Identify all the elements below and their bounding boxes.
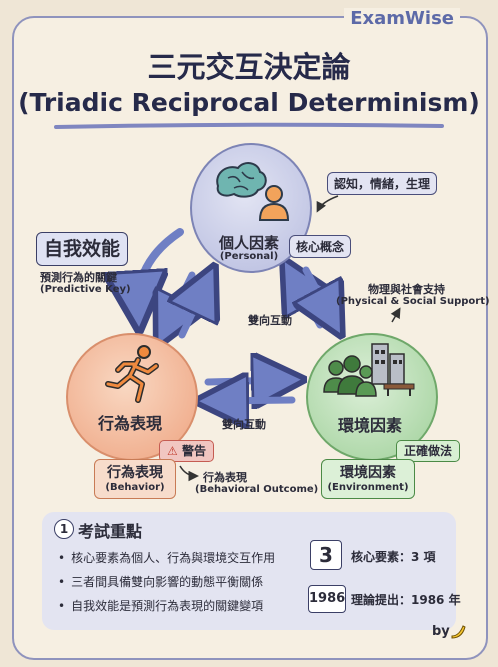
behavior-box-en: (Behavior) xyxy=(105,482,165,493)
outcome-pointer-arrow xyxy=(179,465,199,482)
key-points-heading: 考試重點 xyxy=(78,522,143,541)
environment-box-zh: 環境因素 xyxy=(340,465,396,481)
key-point-3: 自我效能是預測行為表現的關鍵變項 xyxy=(58,597,263,614)
environment-node xyxy=(306,333,438,461)
community-building-icon xyxy=(323,343,415,397)
behavior-box-zh: 行為表現 xyxy=(107,465,163,481)
key-point-1: 核心要素為個人、行為與環境交互作用 xyxy=(58,549,275,566)
banana-icon xyxy=(451,625,466,639)
environment-box: 環境因素 (Environment) xyxy=(321,459,415,499)
footer-by: by xyxy=(432,624,450,639)
environment-label: 環境因素 xyxy=(337,416,402,435)
support-label-en: (Physical & Social Support) xyxy=(336,296,490,307)
arrow-behavior-to-personal xyxy=(182,282,207,339)
warning-badge: ⚠ 警告 xyxy=(159,440,214,462)
personal-label: 個人因素 xyxy=(218,234,279,252)
running-person-icon xyxy=(105,345,159,403)
brain-person-icon xyxy=(216,162,290,221)
title-underline xyxy=(54,122,444,129)
environment-box-en: (Environment) xyxy=(327,482,409,493)
behavior-outcome-en: (Behavioral Outcome) xyxy=(195,484,319,495)
arrow-behavior-to-environment xyxy=(204,380,286,382)
cognition-pointer-arrow xyxy=(316,195,339,213)
cognition-emotion-tag: 認知，情緒，生理 xyxy=(327,172,438,195)
correct-approach-badge: 正確做法 xyxy=(396,440,461,462)
key-point-2: 三者間具備雙向影響的動態平衡關係 xyxy=(58,573,263,590)
stat-core-elements-value: 3 xyxy=(310,540,342,570)
self-efficacy-desc: 預測行為的關鍵 xyxy=(40,271,117,284)
self-efficacy-title: 自我效能 xyxy=(36,232,128,266)
section-number-badge: 1 xyxy=(54,519,74,539)
core-concept-tag: 核心概念 xyxy=(289,235,352,258)
behavior-box: 行為表現 (Behavior) xyxy=(94,459,176,499)
link-label-upper: 雙向互動 xyxy=(248,314,292,327)
behavior-label: 行為表現 xyxy=(97,414,162,433)
self-efficacy-arrow xyxy=(138,228,184,310)
support-pointer-arrow xyxy=(390,307,401,323)
arrow-personal-to-environment xyxy=(306,266,333,320)
behavior-outcome-zh: 行為表現 xyxy=(203,471,247,484)
personal-label-en: (Personal) xyxy=(219,251,279,262)
stat-core-elements-label: 核心要素：3 項 xyxy=(351,550,436,564)
stat-year-label: 理論提出：1986 年 xyxy=(351,593,461,607)
brand-logo: ExamWise xyxy=(344,8,460,29)
link-label-lower: 雙向互動 xyxy=(222,418,266,431)
support-label-zh: 物理與社會支持 xyxy=(368,283,445,296)
warning-label: 警告 xyxy=(181,444,206,458)
title-english: (Triadic Reciprocal Determinism) xyxy=(18,88,480,117)
stat-year-value: 1986 xyxy=(308,585,346,613)
arrow-environment-to-behavior xyxy=(214,400,296,401)
self-efficacy-desc-en: (Predictive Key) xyxy=(40,284,131,295)
title-chinese: 三元交互決定論 xyxy=(147,50,351,84)
warning-icon: ⚠ xyxy=(167,444,178,458)
